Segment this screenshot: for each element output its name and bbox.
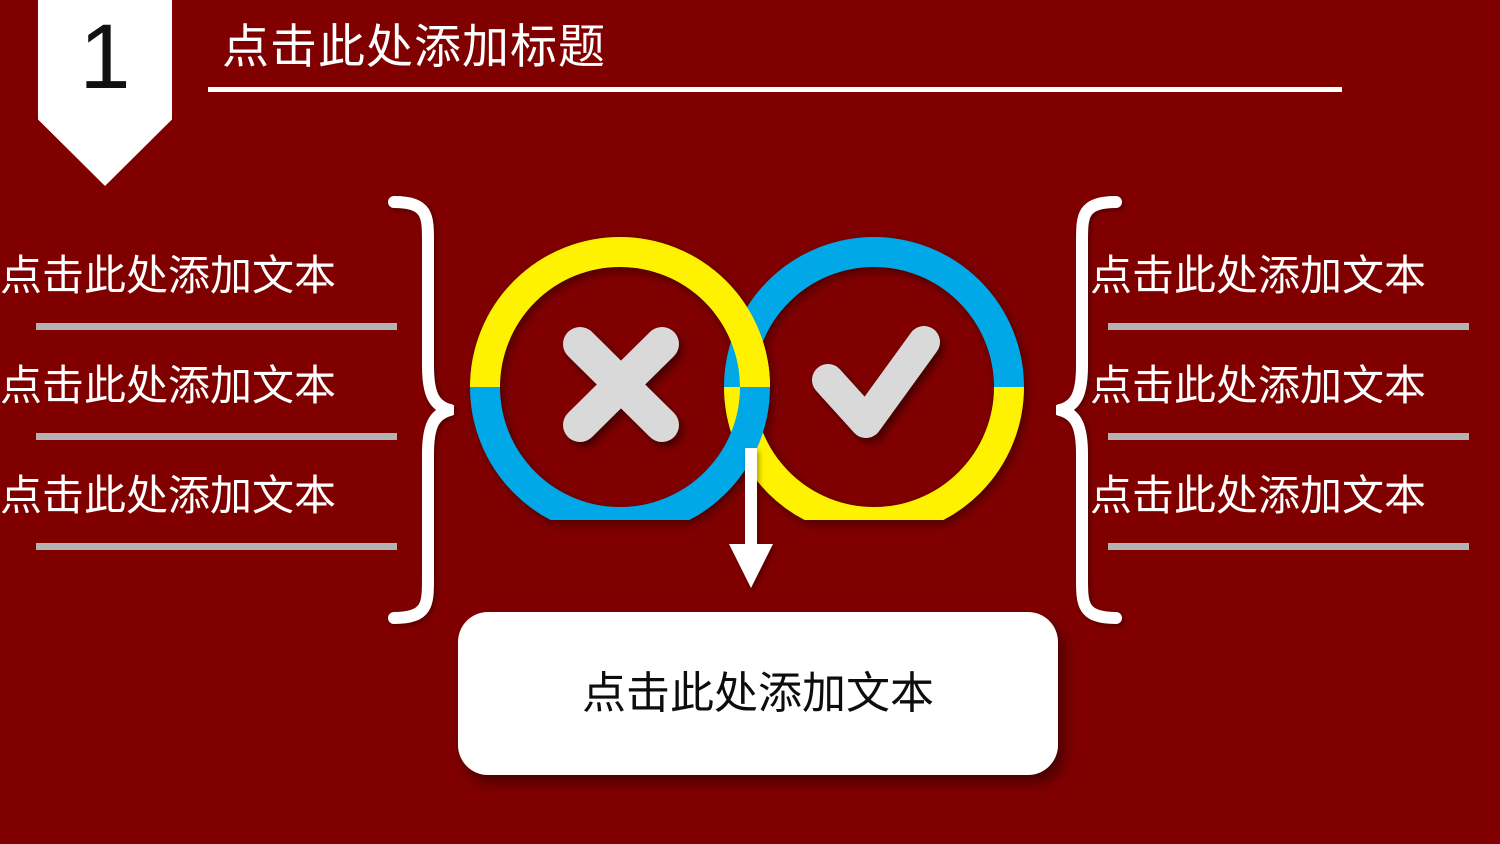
- right-item-underline-1: [1108, 323, 1469, 330]
- page-title[interactable]: 点击此处添加标题: [222, 20, 606, 73]
- right-item-underline-3: [1108, 543, 1469, 550]
- list-item[interactable]: 点击此处添加文本: [0, 468, 415, 578]
- left-item-underline-3: [36, 543, 397, 550]
- left-item-underline-2: [36, 433, 397, 440]
- right-item-label-2: 点击此处添加文本: [1090, 362, 1427, 409]
- left-item-label-3: 点击此处添加文本: [0, 472, 337, 519]
- bottom-callout-label: 点击此处添加文本: [582, 668, 934, 718]
- right-item-underline-2: [1108, 433, 1469, 440]
- section-number: 1: [79, 6, 131, 108]
- interlocking-rings-diagram: [462, 230, 1042, 520]
- check-icon: [806, 322, 946, 447]
- right-item-label-1: 点击此处添加文本: [1090, 252, 1427, 299]
- list-item[interactable]: 点击此处添加文本: [1090, 248, 1500, 358]
- cross-icon: [556, 322, 686, 447]
- section-number-badge: 1: [38, 0, 172, 186]
- right-text-column: 点击此处添加文本 点击此处添加文本 点击此处添加文本: [1090, 248, 1500, 578]
- right-brace-icon: [1056, 196, 1138, 624]
- left-brace-icon: [372, 196, 454, 624]
- down-arrow-icon: [728, 448, 774, 590]
- list-item[interactable]: 点击此处添加文本: [0, 248, 415, 358]
- right-ring: [724, 237, 1024, 520]
- left-text-column: 点击此处添加文本 点击此处添加文本 点击此处添加文本: [0, 248, 415, 578]
- bottom-callout-box[interactable]: 点击此处添加文本: [458, 612, 1058, 775]
- list-item[interactable]: 点击此处添加文本: [1090, 358, 1500, 468]
- left-item-label-2: 点击此处添加文本: [0, 362, 337, 409]
- right-item-label-3: 点击此处添加文本: [1090, 472, 1427, 519]
- title-divider: [208, 87, 1342, 92]
- left-item-label-1: 点击此处添加文本: [0, 252, 337, 299]
- list-item[interactable]: 点击此处添加文本: [1090, 468, 1500, 578]
- list-item[interactable]: 点击此处添加文本: [0, 358, 415, 468]
- left-item-underline-1: [36, 323, 397, 330]
- left-ring: [470, 237, 770, 520]
